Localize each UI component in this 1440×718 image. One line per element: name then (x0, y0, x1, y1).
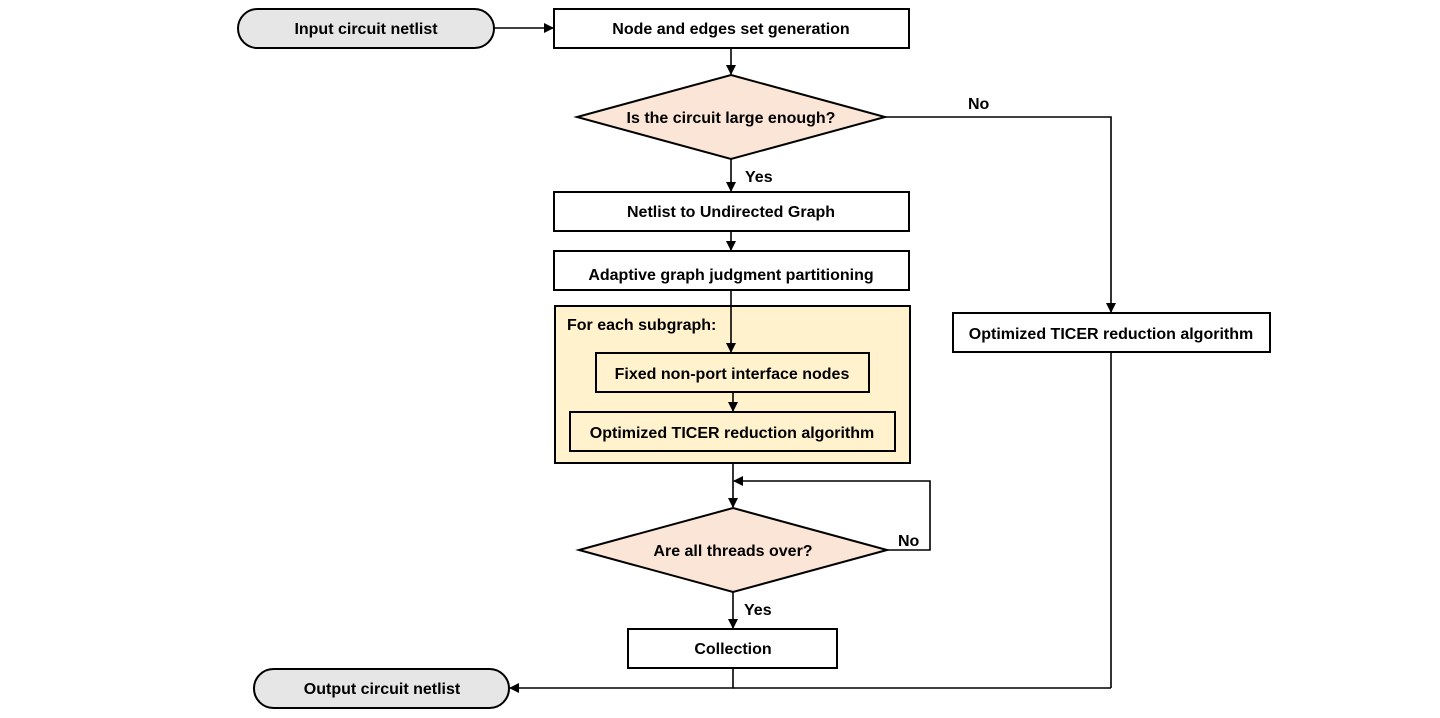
ticer-inner-box (569, 411, 896, 452)
ticer-inner-label: Optimized TICER reduction algorithm (590, 425, 874, 442)
edge-label-threads-no: No (898, 533, 920, 550)
subgraph-group-title: For each subgraph: (567, 317, 716, 334)
edge-label-threads-yes: Yes (744, 602, 772, 619)
node-edges-generation-label: Node and edges set generation (612, 21, 849, 38)
edge-decision-no-to-ticer-outer (885, 116, 1116, 313)
edge-threads-no-loop (733, 476, 931, 551)
collection-label: Collection (694, 641, 771, 658)
input-terminal-label: Input circuit netlist (294, 21, 438, 38)
output-terminal-label: Output circuit netlist (304, 681, 461, 698)
fixed-nodes-label: Fixed non-port interface nodes (615, 366, 850, 383)
collection-box (627, 628, 838, 669)
edge-label-large-no: No (968, 96, 990, 113)
edge-label-large-yes: Yes (745, 169, 773, 186)
partitioning-label: Adaptive graph judgment partitioning (588, 267, 873, 284)
decision-threads-over-label: Are all threads over? (653, 543, 812, 560)
ticer-outer-label: Optimized TICER reduction algorithm (969, 326, 1253, 343)
netlist-to-graph-box (553, 191, 910, 232)
fixed-nodes-box (595, 352, 870, 393)
edge-collection-to-output (509, 668, 734, 693)
netlist-to-graph-label: Netlist to Undirected Graph (627, 204, 835, 221)
node-edges-generation-box (553, 8, 910, 49)
decision-large-enough-label: Is the circuit large enough? (627, 110, 836, 127)
